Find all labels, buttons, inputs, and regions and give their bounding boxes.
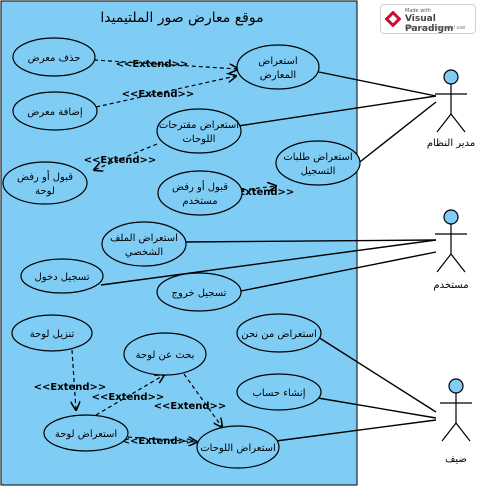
- use-case-view-proposals[interactable]: استعراض مقترحات اللوحات: [156, 108, 242, 154]
- watermark-line2: Visual Paradigm: [405, 14, 454, 34]
- use-case-search[interactable]: بحث عن لوحة: [123, 332, 207, 376]
- extend-line: [94, 143, 158, 170]
- actor-label: مدير النظام: [427, 138, 475, 149]
- watermark-line1: Made with: [405, 8, 431, 14]
- use-case-upload[interactable]: تنزيل لوحة: [11, 314, 93, 352]
- use-case-create-acct[interactable]: إنشاء حساب: [236, 373, 322, 411]
- extend-label: <<Extend>>: [122, 89, 195, 100]
- use-case-label: قبول أو رفض: [17, 170, 73, 183]
- watermark-line3: For non-commercial use: [405, 25, 466, 31]
- use-case-view-profile[interactable]: استعراض الملف الشخصي: [101, 221, 187, 267]
- use-case-label: قبول أو رفض: [172, 180, 228, 193]
- use-case-label: اللوحات: [183, 134, 216, 145]
- use-case-label: لوحة: [35, 186, 55, 197]
- use-case-label: تسجيل دخول: [35, 272, 90, 283]
- extend-line: [241, 186, 276, 190]
- extend-label: <<Extend>>: [84, 155, 157, 166]
- use-case-delete-exhibit[interactable]: حذف معرض: [12, 37, 96, 77]
- actors: مدير النظام مستخدم ضيف: [427, 69, 475, 465]
- extend-label: <<Extend>>: [92, 392, 165, 403]
- use-case-add-exhibit[interactable]: إضافة معرض: [12, 91, 98, 131]
- use-case-label: تنزيل لوحة: [30, 329, 75, 340]
- use-cases: حذف معرض استعراض المعارض إضافة معرض استعراض …: [2, 37, 361, 469]
- use-case-view-exhibits[interactable]: استعراض المعارض: [236, 44, 320, 90]
- extend-label: <<Extend>>: [122, 436, 195, 447]
- use-case-label: استعراض من نحن: [241, 329, 317, 340]
- association-guest: [317, 336, 437, 413]
- use-case-label: التسجيل: [301, 166, 336, 177]
- actor-admin[interactable]: مدير النظام: [427, 69, 475, 149]
- extend-line: [95, 76, 236, 108]
- extend-line: [183, 373, 222, 427]
- associations: [100, 70, 437, 442]
- association-user: [181, 239, 437, 243]
- use-case-view-paintings[interactable]: استعراض اللوحات: [196, 425, 280, 469]
- extend-line: [93, 59, 238, 69]
- visual-paradigm-logo-icon: [385, 11, 401, 27]
- association-admin: [355, 101, 437, 166]
- use-case-about[interactable]: استعراض من نحن: [236, 313, 322, 353]
- use-case-label: إنشاء حساب: [253, 388, 306, 399]
- association-user: [100, 239, 437, 286]
- use-case-label: حذف معرض: [28, 53, 81, 64]
- association-user: [235, 251, 437, 293]
- use-case-label: استعراض: [258, 56, 297, 67]
- use-case-logout[interactable]: تسجيل خروج: [156, 272, 242, 312]
- use-case-label: استعراض طلبات: [283, 152, 352, 163]
- extend-label: <<Extend>>: [222, 187, 295, 198]
- extend-relations: <<Extend>><<Extend>><<Extend>><<Extend>>…: [34, 59, 295, 447]
- use-case-label: المعارض: [260, 70, 296, 81]
- use-case-label: مستخدم: [182, 196, 217, 207]
- extend-line: [72, 349, 76, 410]
- actor-user[interactable]: مستخدم: [433, 209, 469, 291]
- use-case-label: الشخصي: [125, 247, 163, 258]
- extend-label: <<Extend>>: [154, 401, 227, 412]
- extend-label: <<Extend>>: [116, 59, 189, 70]
- use-case-label: استعراض لوحة: [55, 429, 117, 440]
- use-case-login[interactable]: تسجيل دخول: [20, 258, 104, 294]
- use-case-label: إضافة معرض: [27, 107, 83, 118]
- use-case-accept-user[interactable]: قبول أو رفض مستخدم: [157, 170, 243, 216]
- system-title: موقع معارض صور الملتيميدا: [100, 10, 263, 26]
- association-guest: [275, 419, 437, 442]
- extend-line: [127, 436, 197, 442]
- extend-line: [95, 375, 164, 416]
- actor-guest[interactable]: ضيف: [440, 378, 472, 465]
- use-case-label: استعراض اللوحات: [200, 443, 276, 454]
- use-case-label: استعراض الملف: [110, 233, 178, 244]
- use-case-label: تسجيل خروج: [172, 288, 227, 299]
- use-case-view-painting[interactable]: استعراض لوحة: [43, 414, 129, 452]
- actor-label: مستخدم: [433, 280, 468, 291]
- actor-label: ضيف: [445, 454, 467, 465]
- use-case-label: بحث عن لوحة: [136, 350, 195, 361]
- watermark: Made with Visual Paradigm For non-commer…: [380, 4, 476, 34]
- association-admin: [237, 95, 437, 127]
- extend-label: <<Extend>>: [34, 382, 107, 393]
- use-case-label: استعراض مقترحات: [159, 120, 239, 131]
- use-case-view-reg[interactable]: استعراض طلبات التسجيل: [275, 140, 361, 186]
- association-admin: [313, 70, 437, 97]
- association-guest: [317, 397, 437, 419]
- use-case-accept-painting[interactable]: قبول أو رفض لوحة: [2, 161, 88, 205]
